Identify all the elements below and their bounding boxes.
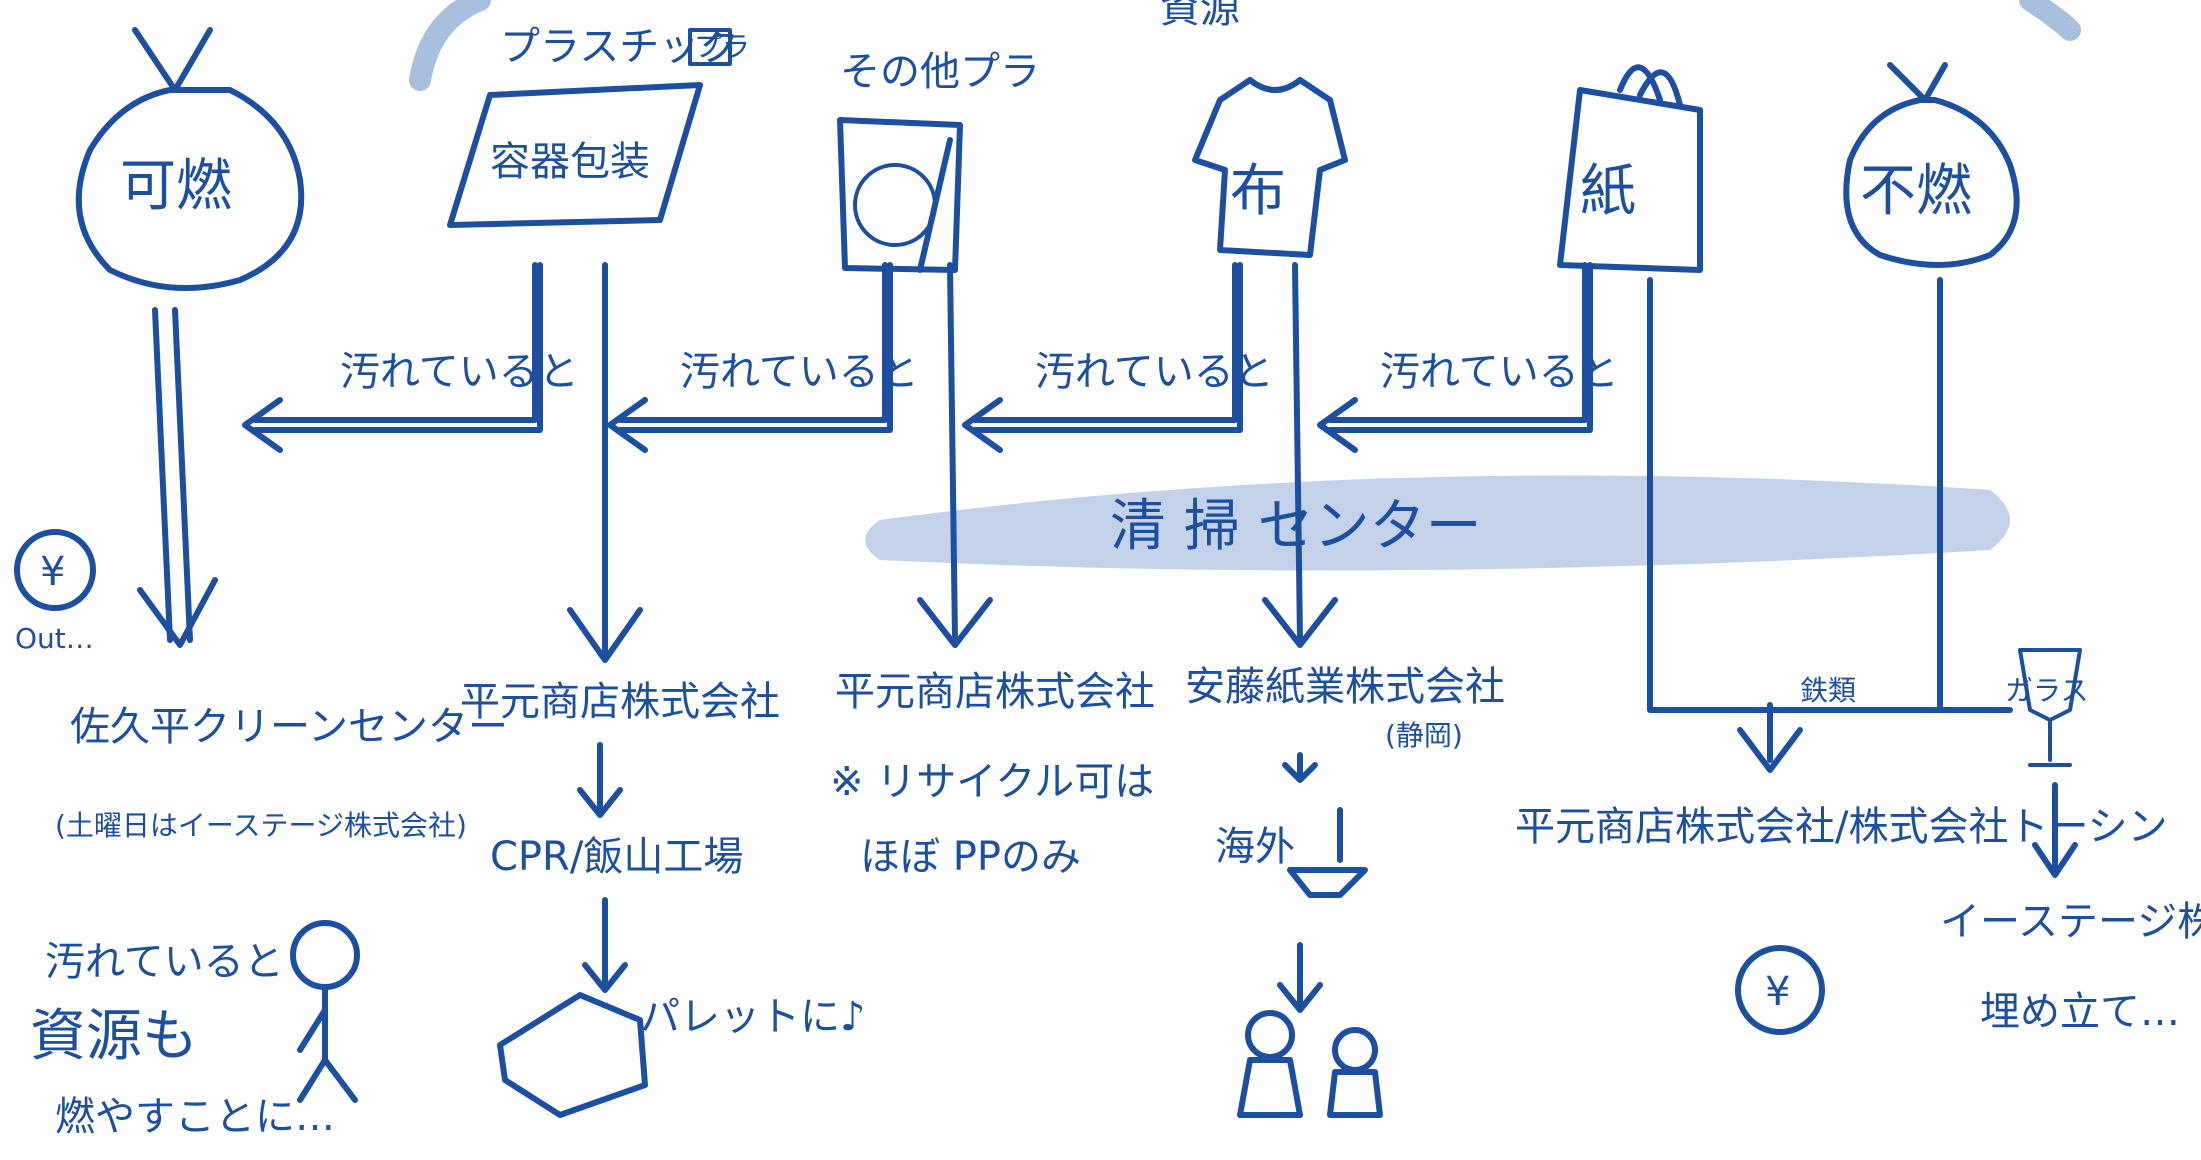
burnable-bag: 可燃 <box>75 27 305 291</box>
dest-col2-step2: CPR/飯山工場 <box>490 834 743 880</box>
bottom-note-line1: 汚れていると <box>45 939 284 985</box>
dest-col5-coin-symbol: ¥ <box>1765 969 1790 1015</box>
bottom-note-line3: 燃やすことに… <box>55 1094 335 1140</box>
flow-line-col2 <box>567 262 643 663</box>
dest-col2-step3: パレットに♪ <box>640 994 866 1040</box>
arrow-col4-step3 <box>1277 942 1323 1013</box>
stick-figure-icon <box>290 920 360 1103</box>
out-coin: ¥ Out… <box>14 529 96 655</box>
dirty-note: 汚れていると <box>680 349 919 395</box>
dest-col3-note-line1: ※ リサイクル可は <box>830 759 1154 805</box>
dirty-note: 汚れていると <box>340 349 579 395</box>
cloth: 布 <box>1192 77 1348 258</box>
dirty-arrow-2: 汚れていると <box>607 262 919 453</box>
flow-line-col1 <box>137 307 218 648</box>
category-label-other-plastic: その他プラ <box>840 49 1040 95</box>
cleaning-center-band <box>865 475 2010 571</box>
top-right-highlight-stroke <box>2019 0 2081 41</box>
arrow-col2-step3 <box>582 897 628 993</box>
garbage-bag-icon <box>1843 62 2020 268</box>
people-icon <box>1237 1010 1383 1118</box>
dirty-note: 汚れていると <box>1380 349 1619 395</box>
top-left-highlight-stroke <box>409 0 491 91</box>
arrow-col2-step2 <box>577 742 623 818</box>
category-label-burnable: 可燃 <box>120 154 232 219</box>
plastic-package: プラスチック プラ 容器包装 <box>447 24 750 228</box>
bottom-note-line2: 資源も <box>30 1004 198 1069</box>
ship-icon <box>1287 807 1368 898</box>
out-coin-text: Out… <box>15 622 94 655</box>
paper-bag-icon <box>1557 64 1703 273</box>
dest-col3-note-line2: ほぼ PPのみ <box>860 834 1081 880</box>
plastic-badge: プラ <box>694 30 750 63</box>
arrow-col6-step1 <box>2032 782 2078 878</box>
cd-disc-icon <box>853 163 937 247</box>
arrow-col4-step2 <box>1282 752 1318 783</box>
category-label-nonburnable: 不燃 <box>1860 159 1972 224</box>
tshirt-icon <box>1192 77 1348 258</box>
paper: 紙 <box>1557 64 1703 273</box>
dirty-note: 汚れていると <box>1035 349 1274 395</box>
dest-col3-name: 平元商店株式会社 <box>835 669 1155 715</box>
dest-col6-step2: 埋め立て… <box>1980 989 2180 1035</box>
dest-col5-name: 平元商店株式会社/株式会社トーシン <box>1515 804 2168 850</box>
plastic-package-icon <box>447 82 703 228</box>
dirty-arrow-1: 汚れていると <box>242 262 579 453</box>
nonburnable-bag: 不燃 <box>1843 62 2020 268</box>
glass-icon <box>2018 648 2082 767</box>
dirty-arrow-4: 汚れていると <box>1317 262 1619 453</box>
out-coin-symbol: ¥ <box>40 549 65 595</box>
dest-col4-step2: 海外 <box>1215 824 1295 870</box>
dest-col1-note: (土曜日はイーステージ株式会社) <box>55 809 467 842</box>
header-fragment: 資源 <box>1160 0 1240 32</box>
plastic-sub-label: 容器包装 <box>490 139 650 185</box>
category-label-cloth: 布 <box>1230 159 1286 224</box>
flow-line-col5 <box>1647 277 1943 773</box>
dest-col1-name: 佐久平クリーンセンター <box>70 704 508 750</box>
other-plastic: その他プラ <box>837 49 1040 273</box>
dest-col2-name: 平元商店株式会社 <box>460 679 780 725</box>
flow-line-col6 <box>1937 277 2013 713</box>
dest-col5-branch-label: 鉄類 <box>1800 674 1856 707</box>
category-label-paper: 紙 <box>1580 159 1636 224</box>
yen-coin-icon <box>14 529 96 611</box>
flow-line-col4 <box>1262 262 1338 648</box>
yen-coin-icon <box>1735 945 1825 1035</box>
dest-col4-name: 安藤紙業株式会社 <box>1185 664 1505 710</box>
dest-col6-name: イーステージ株式会社 <box>1940 899 2201 945</box>
plastic-mark-icon <box>688 28 732 66</box>
pallet-icon <box>497 992 648 1118</box>
garbage-bag-icon <box>75 27 305 291</box>
dirty-arrow-3: 汚れていると <box>962 262 1274 453</box>
dest-col4-region: (静岡) <box>1385 719 1463 752</box>
flow-line-col3 <box>917 262 993 648</box>
